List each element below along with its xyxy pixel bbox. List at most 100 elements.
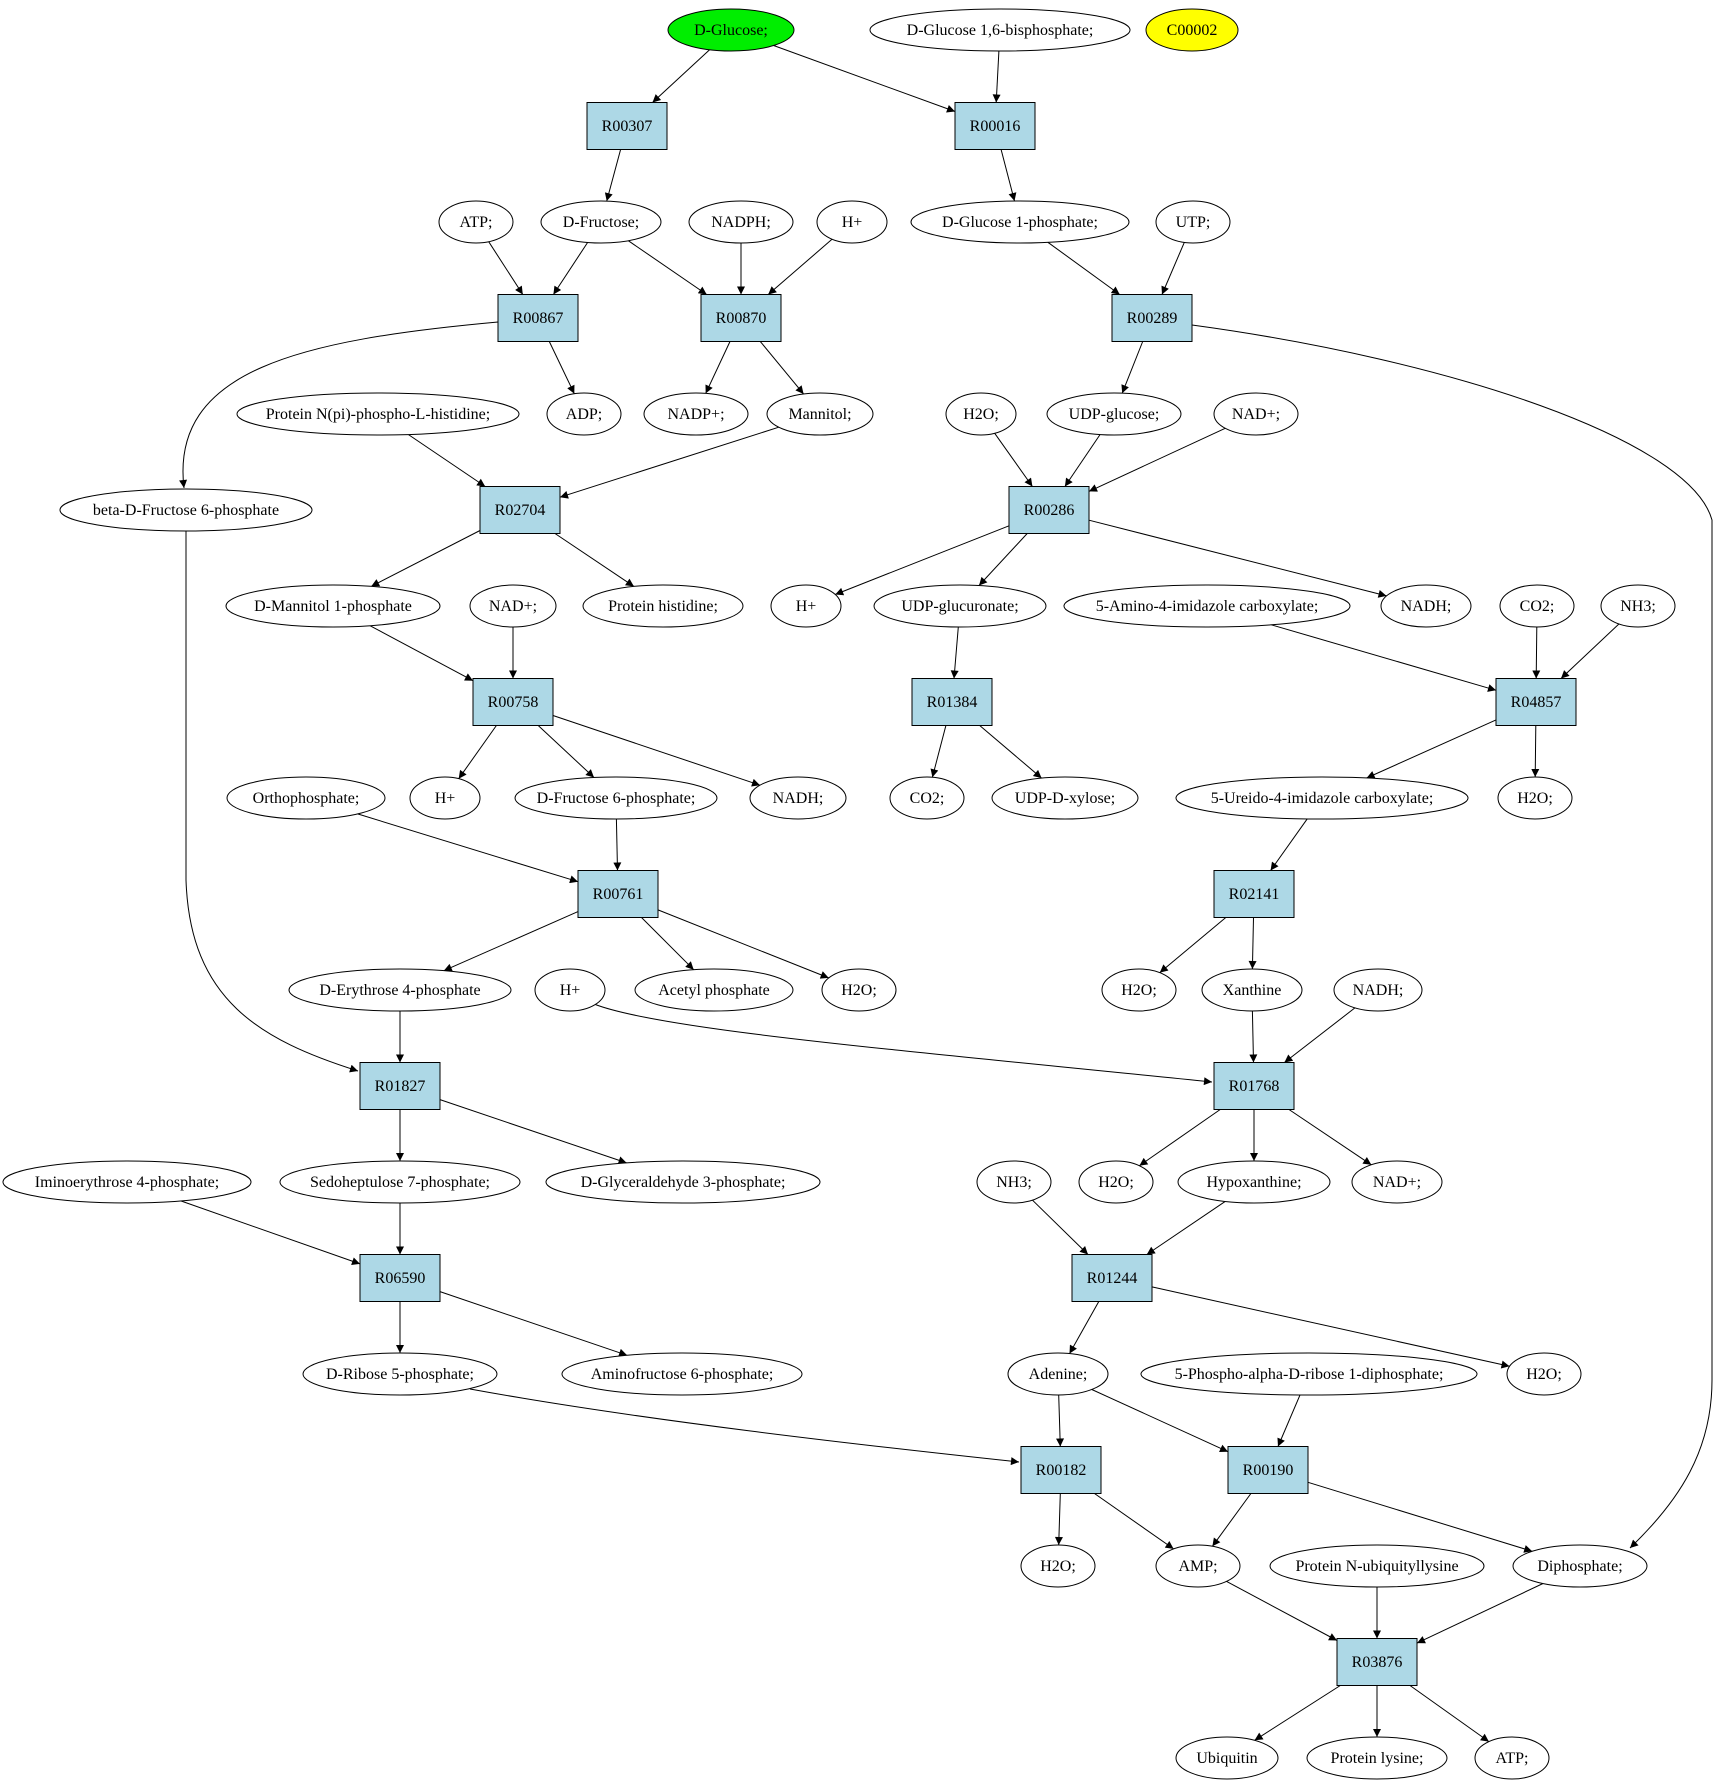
compound-node[interactable]: D-Glucose 1,6-bisphosphate; (869, 8, 1131, 52)
compound-node[interactable]: H2O; (945, 392, 1017, 436)
reaction-box (911, 678, 993, 726)
reaction-node[interactable]: R01384 (911, 678, 993, 726)
compound-node[interactable]: CO2; (889, 776, 965, 820)
compound-label: Hypoxanthine; (1206, 1174, 1301, 1191)
compound-ellipse (1600, 584, 1676, 628)
compound-node[interactable]: UDP-glucuronate; (873, 584, 1047, 628)
reaction-node[interactable]: R02141 (1213, 870, 1295, 918)
compound-node[interactable]: Sedoheptulose 7-phosphate; (279, 1160, 521, 1204)
compound-node[interactable]: NADH; (1333, 968, 1423, 1012)
compound-node[interactable]: H2O; (821, 968, 897, 1012)
compound-node[interactable]: Orthophosphate; (226, 776, 386, 820)
compound-node[interactable]: UDP-D-xylose; (991, 776, 1139, 820)
compound-node[interactable]: NADP+; (643, 392, 749, 436)
compound-node[interactable]: AMP; (1155, 1544, 1241, 1588)
compound-label: 5-Amino-4-imidazole carboxylate; (1096, 598, 1319, 615)
compound-node[interactable]: 5-Amino-4-imidazole carboxylate; (1063, 584, 1351, 628)
compound-node[interactable]: H+ (534, 968, 606, 1012)
compound-node[interactable]: Acetyl phosphate (634, 968, 794, 1012)
compound-node[interactable]: NADH; (749, 776, 847, 820)
compound-ellipse (1499, 584, 1575, 628)
compound-node[interactable]: H2O; (1020, 1544, 1096, 1588)
compound-node[interactable]: 5-Ureido-4-imidazole carboxylate; (1175, 776, 1469, 820)
compound-node[interactable]: Hypoxanthine; (1177, 1160, 1331, 1204)
reaction-node[interactable]: R04857 (1495, 678, 1577, 726)
reaction-label: R01384 (927, 694, 978, 711)
compound-node[interactable]: ADP; (546, 392, 622, 436)
compound-node[interactable]: H2O; (1506, 1352, 1582, 1396)
edge-hypox-to-R01244 (1146, 1200, 1226, 1255)
compound-node[interactable]: D-Mannitol 1-phosphate (225, 584, 441, 628)
compound-node[interactable]: Iminoerythrose 4-phosphate; (2, 1160, 252, 1204)
reaction-node[interactable]: R01768 (1213, 1062, 1295, 1110)
edge-R04857-to-h2o2 (1531, 725, 1540, 778)
reaction-node[interactable]: R00758 (472, 678, 554, 726)
compound-node[interactable]: H2O; (1078, 1160, 1154, 1204)
compound-node[interactable]: ATP; (438, 200, 514, 244)
compound-node[interactable]: D-Glucose 1-phosphate; (910, 200, 1130, 244)
compound-node[interactable]: UDP-glucose; (1046, 392, 1182, 436)
compound-node[interactable]: D-Erythrose 4-phosphate (288, 968, 512, 1012)
compound-label: CO2; (1520, 598, 1555, 615)
compound-ellipse (302, 1352, 498, 1396)
compound-label: H2O; (1526, 1366, 1562, 1383)
compound-node[interactable]: D-Glyceraldehyde 3-phosphate; (545, 1160, 821, 1204)
compound-node[interactable]: H+ (770, 584, 842, 628)
reaction-node[interactable]: R00307 (586, 102, 668, 150)
compound-node[interactable]: beta-D-Fructose 6-phosphate (59, 488, 313, 532)
compound-node[interactable]: NADPH; (688, 200, 794, 244)
compound-node[interactable]: NADH; (1380, 584, 1472, 628)
compound-node[interactable]: Protein N(pi)-phospho-L-histidine; (236, 392, 520, 436)
compound-label: NH3; (996, 1174, 1032, 1191)
reaction-node[interactable]: R00016 (954, 102, 1036, 150)
compound-label: C00002 (1167, 22, 1218, 39)
compound-ellipse (1175, 1736, 1279, 1780)
compound-node[interactable]: Protein N-ubiquityllysine (1269, 1544, 1485, 1588)
reaction-node[interactable]: R00289 (1111, 294, 1193, 342)
reaction-node[interactable]: R00867 (497, 294, 579, 342)
compound-node[interactable]: H2O; (1101, 968, 1177, 1012)
edge-R00870-to-mannitol (759, 341, 804, 395)
reaction-node[interactable]: R02704 (479, 486, 561, 534)
compound-label: D-Fructose 6-phosphate; (537, 790, 696, 807)
reaction-node[interactable]: R00182 (1020, 1446, 1102, 1494)
compound-node[interactable]: Ubiquitin (1175, 1736, 1279, 1780)
reaction-node[interactable]: R06590 (359, 1254, 441, 1302)
compound-node[interactable]: ATP; (1474, 1736, 1550, 1780)
compound-node[interactable]: UTP; (1155, 200, 1231, 244)
reaction-node[interactable]: R00190 (1227, 1446, 1309, 1494)
compound-node[interactable]: Diphosphate; (1512, 1544, 1648, 1588)
compound-node[interactable]: Protein lysine; (1306, 1736, 1448, 1780)
compound-node[interactable]: NH3; (1600, 584, 1676, 628)
compound-node[interactable]: Protein histidine; (582, 584, 744, 628)
compound-node[interactable]: C00002 (1145, 8, 1239, 52)
reaction-node[interactable]: R00761 (577, 870, 659, 918)
compound-node[interactable]: NAD+; (469, 584, 557, 628)
reaction-node[interactable]: R01827 (359, 1062, 441, 1110)
compound-ellipse (976, 1160, 1052, 1204)
reaction-node[interactable]: R01244 (1071, 1254, 1153, 1302)
compound-node[interactable]: H+ (816, 200, 888, 244)
compound-ellipse (873, 584, 1047, 628)
reaction-node[interactable]: R03876 (1336, 1638, 1418, 1686)
compound-node[interactable]: CO2; (1499, 584, 1575, 628)
edge-atp1-to-R00867 (488, 241, 524, 295)
compound-label: UTP; (1176, 214, 1211, 231)
compound-node[interactable]: D-Ribose 5-phosphate; (302, 1352, 498, 1396)
compound-node[interactable]: H2O; (1497, 776, 1573, 820)
compound-node[interactable]: Mannitol; (766, 392, 874, 436)
reaction-label: R03876 (1352, 1654, 1403, 1671)
compound-node[interactable]: NAD+; (1351, 1160, 1443, 1204)
compound-node[interactable]: NH3; (976, 1160, 1052, 1204)
compound-node[interactable]: D-Fructose; (540, 200, 662, 244)
reaction-node[interactable]: R00286 (1008, 486, 1090, 534)
compound-node[interactable]: D-Glucose; (667, 8, 795, 52)
compound-node[interactable]: Xanthine (1201, 968, 1303, 1012)
compound-node[interactable]: D-Fructose 6-phosphate; (514, 776, 718, 820)
compound-node[interactable]: 5-Phospho-alpha-D-ribose 1-diphosphate; (1140, 1352, 1478, 1396)
compound-node[interactable]: Aminofructose 6-phosphate; (561, 1352, 803, 1396)
reaction-node[interactable]: R00870 (700, 294, 782, 342)
compound-node[interactable]: Adenine; (1007, 1352, 1109, 1396)
compound-node[interactable]: H+ (409, 776, 481, 820)
compound-node[interactable]: NAD+; (1213, 392, 1299, 436)
